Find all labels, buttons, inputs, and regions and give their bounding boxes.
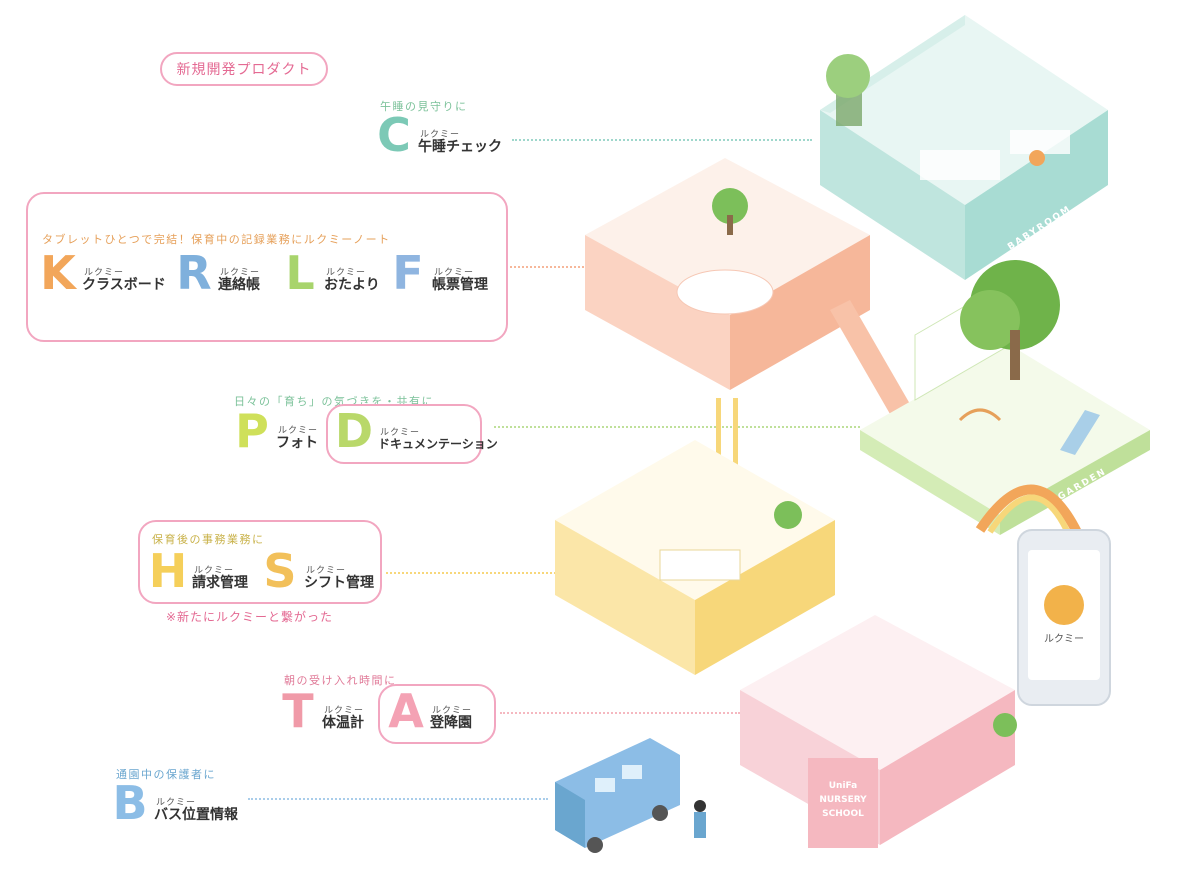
product-letter-f: F [392,246,424,300]
product-newsletter[interactable]: L ルクミーおたより [278,246,380,300]
product-attendance[interactable]: A ルクミー登降園 [384,688,472,734]
product-letter-p: P [235,404,269,458]
garden: GARDEN [860,260,1150,552]
school-sign-line-2: NURSERY [819,795,867,805]
entrance: UniFa NURSERY SCHOOL ENTRANCE [740,615,1017,848]
product-letter-c: C [377,108,411,162]
product-billing[interactable]: H ルクミー請求管理 [146,548,248,594]
nursery-illustration: BABYROOM KIDSROOM GARDEN [555,15,1150,853]
product-ruby: ルクミー [278,425,319,436]
product-nap-check[interactable]: C ルクミー 午睡チェック [372,112,502,158]
product-name: 連絡帳 [218,277,260,294]
staff-group-box [138,520,382,604]
school-sign-line-3: SCHOOL [822,809,864,819]
product-form-management[interactable]: F ルクミー帳票管理 [386,250,488,296]
staff-connector [386,572,556,574]
kids-caption: タブレットひとつで完結！保育中の記録業務にルクミーノート [42,233,391,246]
product-ruby: ルクミー [156,797,197,808]
product-contact-book[interactable]: R ルクミー連絡帳 [172,250,260,296]
attendance-box [378,684,496,744]
product-ruby: ルクミー [84,267,125,278]
product-name: ドキュメンテーション [378,437,498,452]
product-documentation[interactable]: D ルクミードキュメンテーション [332,408,498,454]
product-name: おたより [324,277,380,294]
product-ruby: ルクミー [432,705,473,716]
product-bus-location[interactable]: B ルクミーバス位置情報 [108,780,238,826]
product-letter-a: A [388,684,424,738]
new-product-badge: 新規開発プロダクト [160,52,328,86]
product-ruby: ルクミー [306,565,347,576]
product-shift[interactable]: S ルクミーシフト管理 [258,548,374,594]
product-letter-d: D [334,404,374,458]
product-letter-k: K [40,246,76,300]
product-ruby: ルクミー [420,129,461,140]
nap-connector [512,139,812,141]
product-letter-b: B [112,776,148,830]
product-letter-t: T [282,684,314,738]
product-ruby: ルクミー [220,267,261,278]
kids-connector [510,266,588,268]
product-letter-r: R [176,246,212,300]
product-ruby: ルクミー [380,427,421,438]
entrance-caption: 朝の受け入れ時間に [284,674,397,687]
product-name: 午睡チェック [418,139,502,156]
product-class-board[interactable]: K ルクミークラスボード [36,250,166,296]
product-name: 請求管理 [192,575,248,592]
product-ruby: ルクミー [324,705,365,716]
product-name: 体温計 [322,715,364,732]
product-name: 登降園 [430,715,472,732]
ladder [716,398,738,508]
product-thermometer[interactable]: T ルクミー体温計 [276,688,364,734]
bus-caption: 通園中の保護者に [116,768,216,781]
product-ruby: ルクミー [194,565,235,576]
documentation-box [326,404,482,464]
kids-group-box [26,192,508,342]
babyroom: BABYROOM [820,15,1108,280]
product-letter-l: L [285,246,315,300]
nap-caption: 午睡の見守りに [380,100,468,113]
staff-note: ※新たにルクミーと繋がった [166,610,334,624]
product-ruby: ルクミー [326,267,367,278]
product-ruby: ルクミー [434,267,475,278]
staffroom: STAFFROOM [555,440,835,675]
product-letter-s: S [263,544,297,598]
staff-caption: 保育後の事務業務に [152,533,265,546]
product-name: 帳票管理 [432,277,488,294]
bus [555,738,706,853]
tablet: ルクミー [1017,529,1111,706]
garden-connector [494,426,860,428]
school-sign-line-1: UniFa [829,781,858,791]
product-name: クラスボード [82,277,166,294]
bus-connector [248,798,548,800]
product-letter-h: H [148,544,188,598]
product-photo[interactable]: P ルクミーフォト [230,408,318,454]
product-name: バス位置情報 [154,807,238,824]
entrance-connector [500,712,740,714]
tablet-logo-text: ルクミー [1044,633,1084,645]
product-name: シフト管理 [304,575,374,592]
product-name: フォト [276,435,318,452]
